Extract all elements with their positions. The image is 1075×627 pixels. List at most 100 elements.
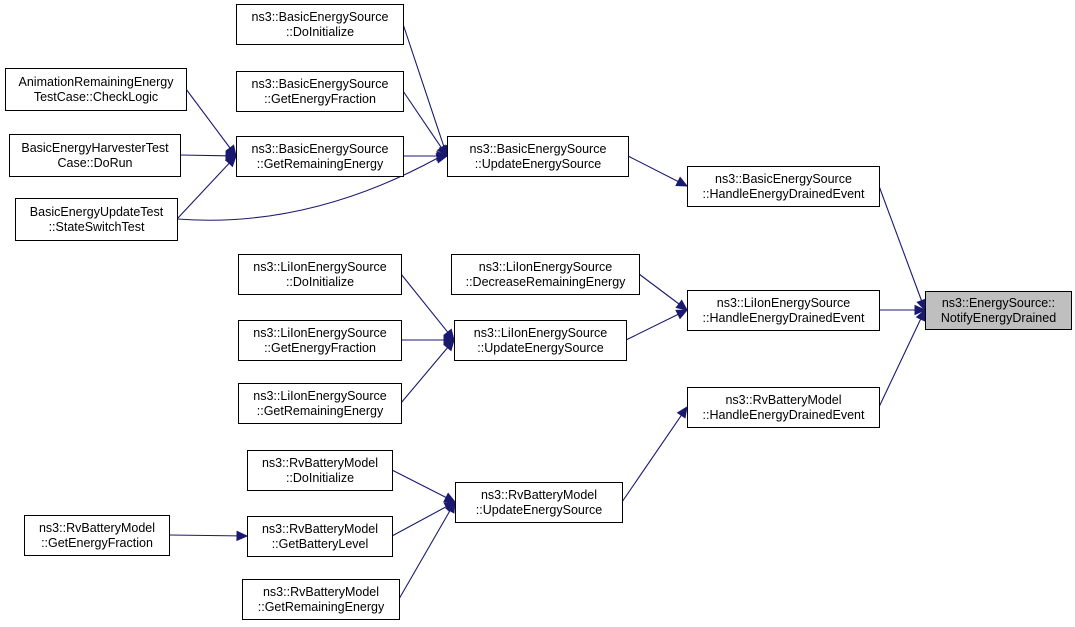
edge-rv-gf-to-rv-gbl (168, 530, 249, 542)
node-label-line: ::GetRemainingEnergy (257, 157, 384, 171)
node-label-line: ::GetEnergyFraction (41, 536, 153, 550)
edge-anim-to-bes-gr (185, 88, 237, 157)
arrowhead-icon (436, 144, 448, 158)
arrowhead-icon (675, 299, 688, 311)
node-label-line: ns3::RvBatteryModel (263, 585, 379, 599)
node-label-line: AnimationRemainingEnergy (19, 75, 175, 89)
node-label-line: ::DoInitialize (286, 471, 354, 485)
edge-line (625, 313, 679, 341)
edge-li-gr-to-li-ue (400, 339, 455, 404)
node-box (451, 254, 640, 295)
edge-line (168, 534, 238, 537)
node-rv-gr[interactable]: ns3::RvBatteryModel::GetRemainingEnergy (242, 579, 400, 620)
node-li-he[interactable]: ns3::LiIonEnergySource::HandleEnergyDrai… (687, 290, 880, 331)
node-label-line: BasicEnergyUpdateTest (30, 205, 164, 219)
node-label-line: ns3::LiIonEnergySource (474, 326, 607, 340)
node-anim[interactable]: AnimationRemainingEnergyTestCase::CheckL… (5, 68, 187, 111)
node-label-line: ::StateSwitchTest (49, 220, 145, 234)
node-rv-he[interactable]: ns3::RvBatteryModel::HandleEnergyDrained… (687, 387, 880, 428)
node-label-line: ns3::BasicEnergySource (252, 142, 389, 156)
node-label-line: ns3::LiIonEnergySource (717, 296, 850, 310)
node-label-line: ns3::RvBatteryModel (262, 456, 378, 470)
edge-line (179, 154, 227, 157)
node-box (687, 387, 880, 428)
node-label-line: ns3::LiIonEnergySource (479, 260, 612, 274)
edge-line (176, 157, 438, 221)
arrowhead-icon (675, 309, 689, 320)
arrowhead-icon (445, 500, 456, 514)
node-label-line: ns3::EnergySource:: (942, 296, 1055, 310)
arrowhead-icon (915, 308, 926, 322)
node-label-line: ::DecreaseRemainingEnergy (466, 275, 627, 289)
node-bes-ue[interactable]: ns3::BasicEnergySource::UpdateEnergySour… (447, 136, 629, 177)
node-beut[interactable]: BasicEnergyUpdateTest::StateSwitchTest (15, 198, 178, 241)
node-box (238, 383, 402, 424)
node-box (247, 516, 393, 557)
node-box (238, 320, 402, 361)
arrowhead-icon (675, 176, 689, 187)
node-label-line: ::UpdateEnergySource (477, 341, 604, 355)
arrowhead-icon (443, 492, 457, 503)
node-bes-he[interactable]: ns3::BasicEnergySource::HandleEnergyDrai… (687, 166, 880, 207)
node-label-line: ns3::LiIonEnergySource (253, 260, 386, 274)
node-rv-gbl[interactable]: ns3::RvBatteryModel::GetBatteryLevel (247, 516, 393, 557)
node-label-line: BasicEnergyHarvesterTest (21, 141, 169, 155)
node-li-gf[interactable]: ns3::LiIonEnergySource::GetEnergyFractio… (238, 320, 402, 361)
edge-line (176, 162, 230, 220)
node-box (925, 291, 1072, 330)
node-li-ue[interactable]: ns3::LiIonEnergySource::UpdateEnergySour… (454, 320, 627, 361)
node-label-line: NotifyEnergyDrained (941, 311, 1056, 325)
node-box (238, 254, 402, 295)
node-root[interactable]: ns3::EnergySource::NotifyEnergyDrained (925, 291, 1072, 330)
edge-li-gf-to-li-ue (401, 334, 456, 346)
edge-bes-di-to-bes-ue (402, 23, 449, 158)
node-li-dre[interactable]: ns3::LiIonEnergySource::DecreaseRemainin… (451, 254, 640, 295)
edge-beut-to-bes-gr (176, 155, 237, 220)
node-box (24, 515, 170, 556)
node-label-line: ns3::BasicEnergySource (715, 172, 852, 186)
arrowhead-icon (435, 153, 449, 164)
node-bes-gr[interactable]: ns3::BasicEnergySource::GetRemainingEner… (236, 136, 404, 177)
edge-bes-ue-to-bes-he (627, 155, 689, 187)
node-li-gr[interactable]: ns3::LiIonEnergySource::GetRemainingEner… (238, 383, 402, 424)
edge-li-di-to-li-ue (400, 273, 455, 341)
node-label-line: ns3::RvBatteryModel (481, 488, 597, 502)
edge-line (621, 414, 682, 503)
node-label-line: ::HandleEnergyDrainedEvent (703, 408, 865, 422)
edge-rv-di-to-rv-ue (391, 469, 457, 503)
edge-line (391, 506, 447, 537)
node-li-di[interactable]: ns3::LiIonEnergySource::DoInitialize (238, 254, 402, 295)
node-label-line: TestCase::CheckLogic (34, 90, 158, 104)
arrowhead-icon (236, 530, 249, 542)
edge-li-he-to-root (879, 304, 927, 316)
node-label-line: ::GetBatteryLevel (272, 537, 369, 551)
edge-line (391, 469, 447, 498)
edge-line (400, 273, 449, 333)
edge-line (402, 23, 445, 147)
node-label-line: ::GetEnergyFraction (264, 92, 376, 106)
node-box (247, 450, 393, 491)
node-box (236, 136, 404, 177)
node-box (5, 68, 187, 111)
node-box (236, 4, 404, 45)
arrowhead-icon (914, 304, 927, 316)
node-label-line: ns3::BasicEnergySource (252, 10, 389, 24)
edge-line (878, 318, 922, 408)
node-rv-di[interactable]: ns3::RvBatteryModel::DoInitialize (247, 450, 393, 491)
node-rv-gf[interactable]: ns3::RvBatteryModel::GetEnergyFraction (24, 515, 170, 556)
node-box (455, 482, 623, 523)
node-label-line: ns3::BasicEnergySource (470, 142, 607, 156)
edges-layer (168, 23, 927, 600)
node-label-line: ::HandleEnergyDrainedEvent (703, 311, 865, 325)
node-bes-di[interactable]: ns3::BasicEnergySource::DoInitialize (236, 4, 404, 45)
node-rv-ue[interactable]: ns3::RvBatteryModel::UpdateEnergySource (455, 482, 623, 523)
node-label-line: Case::DoRun (57, 156, 132, 170)
node-label-line: ::UpdateEnergySource (476, 503, 603, 517)
node-bes-gf[interactable]: ns3::BasicEnergySource::GetEnergyFractio… (236, 71, 404, 112)
arrowhead-icon (443, 339, 455, 352)
node-box (454, 320, 627, 361)
node-box (15, 198, 178, 241)
edge-line (402, 90, 442, 149)
node-box (687, 166, 880, 207)
